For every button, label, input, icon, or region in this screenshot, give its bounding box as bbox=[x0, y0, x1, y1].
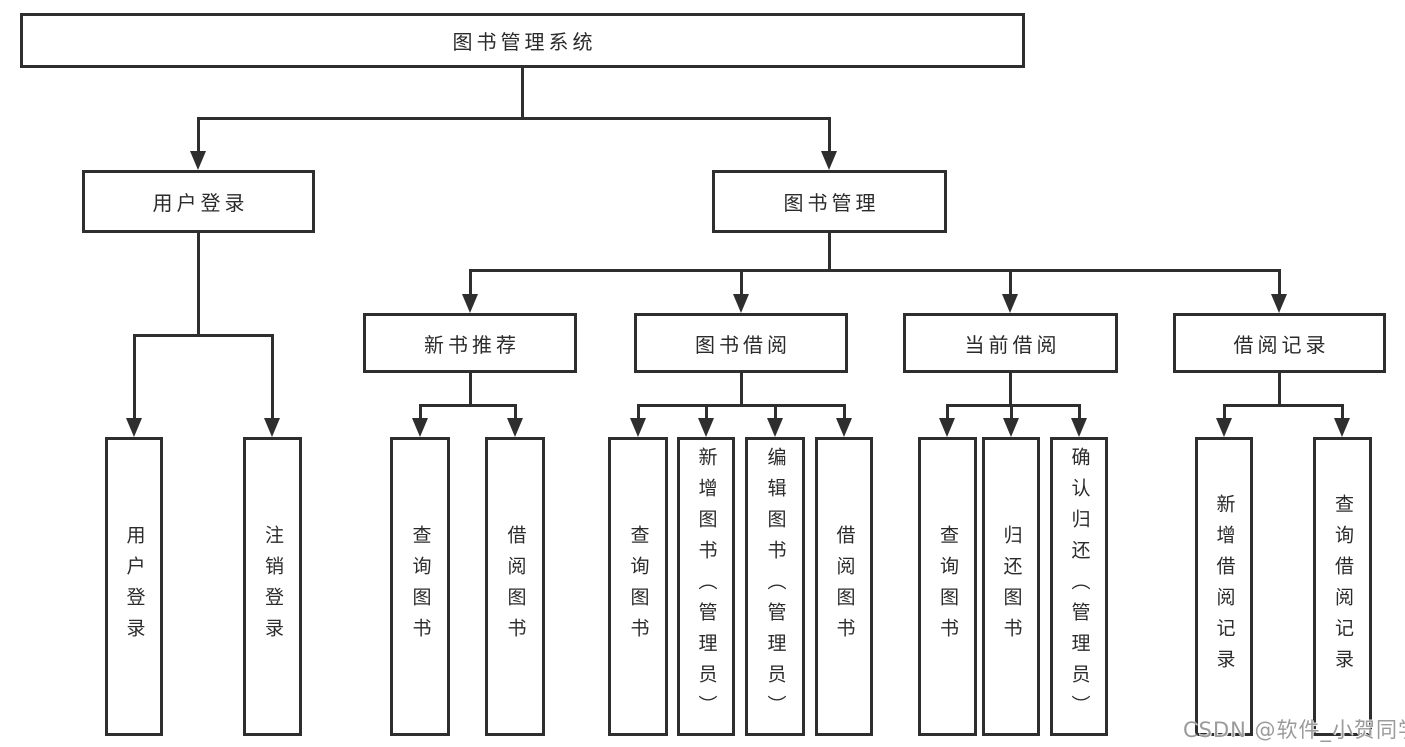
connector-hline bbox=[1222, 404, 1344, 407]
leaf-records-query-record: 查询借阅记录 bbox=[1313, 437, 1372, 736]
node-book-borrowing: 图书借阅 bbox=[634, 313, 848, 373]
arrowhead-down-icon bbox=[507, 418, 523, 437]
connector-vline bbox=[520, 68, 524, 120]
leaf-label: 新增图书（管理员） bbox=[695, 447, 718, 726]
connector-vline bbox=[196, 233, 200, 336]
watermark: CSDN @软件_小贺同学 bbox=[1183, 718, 1405, 742]
connector-vline bbox=[945, 404, 949, 420]
connector-vline bbox=[1077, 404, 1081, 420]
connector-hline bbox=[945, 404, 1081, 407]
connector-vline bbox=[739, 373, 743, 406]
connector-hline bbox=[418, 404, 517, 407]
arrowhead-down-icon bbox=[1271, 294, 1287, 313]
connector-vline bbox=[1222, 404, 1226, 420]
node-current-borrowing: 当前借阅 bbox=[903, 313, 1118, 373]
arrowhead-down-icon bbox=[698, 418, 714, 437]
connector-vline bbox=[827, 117, 831, 153]
connector-vline bbox=[270, 334, 274, 420]
arrowhead-down-icon bbox=[767, 418, 783, 437]
leaf-label: 归还图书 bbox=[1000, 524, 1023, 649]
connector-vline bbox=[132, 334, 136, 420]
connector-hline bbox=[132, 334, 274, 337]
connector-vline bbox=[842, 404, 846, 420]
connector-vline bbox=[468, 373, 472, 406]
connector-vline bbox=[773, 404, 777, 420]
connector-vline bbox=[196, 117, 200, 153]
connector-vline bbox=[739, 269, 743, 296]
connector-vline bbox=[468, 269, 472, 296]
node-new-book-recommendation: 新书推荐 bbox=[363, 313, 577, 373]
leaf-borrowing-query-books: 查询图书 bbox=[608, 437, 668, 736]
arrowhead-down-icon bbox=[1071, 418, 1087, 437]
leaf-newbook-borrow-books: 借阅图书 bbox=[485, 437, 545, 736]
leaf-borrowing-add-books-admin: 新增图书（管理员） bbox=[677, 437, 735, 736]
connector-hline bbox=[196, 117, 831, 120]
leaf-label: 查询借阅记录 bbox=[1331, 493, 1354, 680]
arrowhead-down-icon bbox=[462, 294, 478, 313]
connector-vline bbox=[1340, 404, 1344, 420]
node-label: 借阅记录 bbox=[1233, 332, 1330, 357]
leaf-label: 用户登录 bbox=[123, 524, 146, 649]
connector-vline bbox=[1008, 373, 1012, 406]
leaf-current-return-books: 归还图书 bbox=[982, 437, 1040, 736]
leaf-label: 借阅图书 bbox=[833, 524, 856, 649]
leaf-newbook-query-books: 查询图书 bbox=[390, 437, 450, 736]
leaf-label: 借阅图书 bbox=[504, 524, 527, 649]
connector-vline bbox=[704, 404, 708, 420]
connector-vline bbox=[636, 404, 640, 420]
leaf-label: 查询图书 bbox=[409, 524, 432, 649]
leaf-label: 确认归还（管理员） bbox=[1068, 447, 1091, 726]
leaf-borrowing-edit-books-admin: 编辑图书（管理员） bbox=[745, 437, 805, 736]
leaf-label: 编辑图书（管理员） bbox=[764, 447, 787, 726]
arrowhead-down-icon bbox=[630, 418, 646, 437]
leaf-logout: 注销登录 bbox=[243, 437, 302, 736]
arrowhead-down-icon bbox=[939, 418, 955, 437]
node-borrowing-records: 借阅记录 bbox=[1173, 313, 1386, 373]
arrowhead-down-icon bbox=[126, 418, 142, 437]
node-label: 图书管理系统 bbox=[452, 30, 597, 54]
connector-hline bbox=[468, 269, 1281, 272]
connector-vline bbox=[1008, 269, 1012, 296]
arrowhead-down-icon bbox=[1216, 418, 1232, 437]
leaf-label: 查询图书 bbox=[627, 524, 650, 649]
arrowhead-down-icon bbox=[1002, 294, 1018, 313]
node-label: 图书管理 bbox=[783, 191, 880, 215]
arrowhead-down-icon bbox=[1334, 418, 1350, 437]
leaf-records-add-record: 新增借阅记录 bbox=[1195, 437, 1253, 736]
node-library-management-system: 图书管理系统 bbox=[20, 13, 1025, 68]
leaf-borrowing-borrow-books: 借阅图书 bbox=[815, 437, 873, 736]
leaf-user-login: 用户登录 bbox=[105, 437, 163, 736]
arrowhead-down-icon bbox=[821, 151, 837, 170]
connector-hline bbox=[636, 404, 846, 407]
leaf-label: 查询图书 bbox=[936, 524, 959, 649]
node-label: 用户登录 bbox=[152, 191, 249, 215]
connector-vline bbox=[1277, 373, 1281, 406]
arrowhead-down-icon bbox=[190, 151, 206, 170]
arrowhead-down-icon bbox=[412, 418, 428, 437]
connector-vline bbox=[1009, 404, 1013, 420]
node-label: 图书借阅 bbox=[695, 332, 791, 357]
leaf-current-confirm-return-admin: 确认归还（管理员） bbox=[1050, 437, 1108, 736]
arrowhead-down-icon bbox=[1003, 418, 1019, 437]
connector-vline bbox=[827, 233, 831, 272]
arrowhead-down-icon bbox=[264, 418, 280, 437]
leaf-label: 注销登录 bbox=[261, 524, 284, 649]
connector-vline bbox=[1277, 269, 1281, 296]
connector-vline bbox=[513, 404, 517, 420]
connector-vline bbox=[418, 404, 422, 420]
node-label: 当前借阅 bbox=[964, 332, 1061, 357]
node-user-login: 用户登录 bbox=[82, 170, 315, 233]
arrowhead-down-icon bbox=[733, 294, 749, 313]
leaf-label: 新增借阅记录 bbox=[1213, 493, 1236, 680]
node-label: 新书推荐 bbox=[424, 332, 520, 357]
leaf-current-query-books: 查询图书 bbox=[918, 437, 977, 736]
arrowhead-down-icon bbox=[836, 418, 852, 437]
node-book-management: 图书管理 bbox=[712, 170, 947, 233]
